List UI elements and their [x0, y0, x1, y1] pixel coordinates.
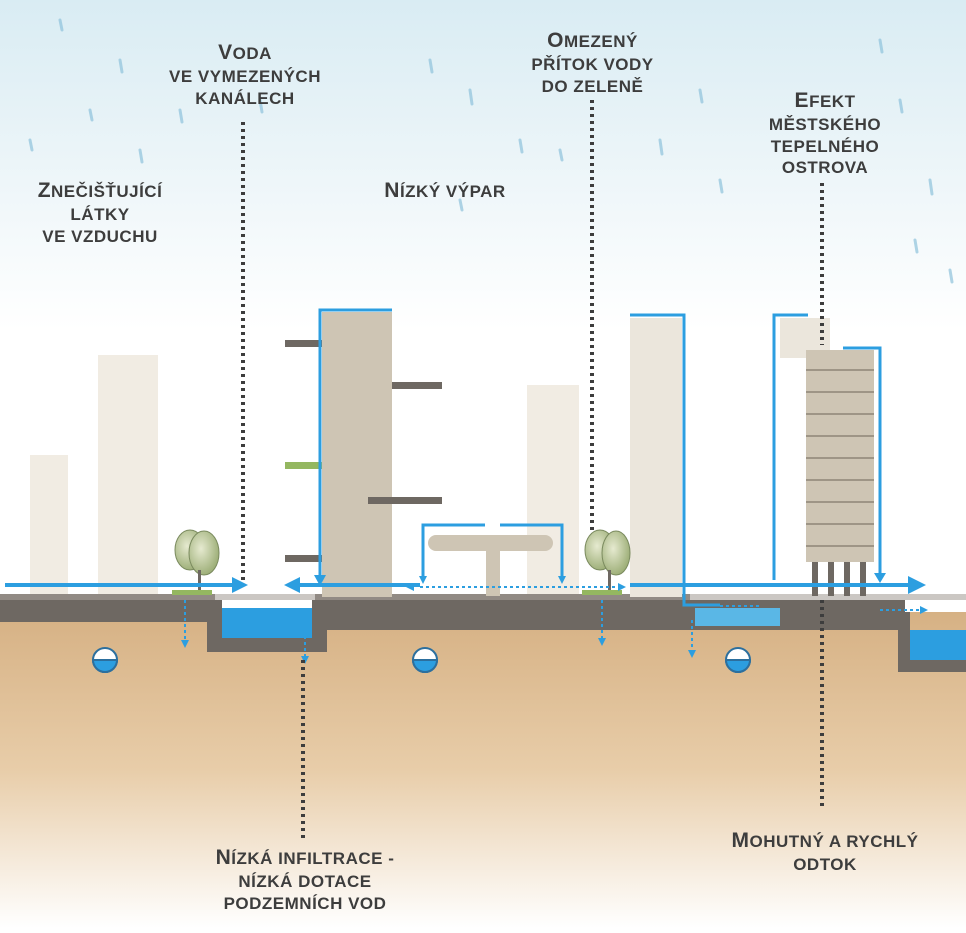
label-efekt: EFEKT MĚSTSKÉHO TEPELNÉHO OSTROVA — [768, 89, 882, 177]
dotted-arrow-heads — [181, 576, 928, 664]
mid-building — [630, 318, 682, 597]
street-top-edge — [0, 594, 966, 600]
water-basin — [695, 608, 780, 626]
outflow-water — [910, 630, 966, 660]
background-buildings — [30, 355, 579, 595]
dotted-flow-arrows — [184, 586, 920, 656]
water-channel — [222, 608, 312, 638]
label-znecistujici: ZNEČIŠŤUJÍCÍ LÁTKY VE VZDUCHU — [37, 179, 163, 246]
soil — [0, 612, 966, 928]
shelter — [428, 535, 553, 596]
tree-right — [582, 529, 631, 595]
sewer-pipes — [91, 647, 752, 673]
water-flow-arrows — [5, 308, 926, 607]
tree-left — [172, 529, 220, 595]
callout-lines — [241, 100, 824, 838]
label-nizky-vypar: NÍZKÝ VÝPAR — [384, 179, 506, 202]
label-nizka-infiltrace: NÍZKÁ INFILTRACE - NÍZKÁ DOTACE PODZEMNÍ… — [215, 846, 395, 913]
rain-drops — [28, 18, 954, 284]
tall-building — [322, 312, 392, 597]
heat-building — [806, 350, 874, 596]
label-voda: VODA VE VYMEZENÝCH KANÁLECH — [169, 41, 321, 108]
sky — [0, 0, 966, 330]
label-omezeny: OMEZENÝ PŘÍTOK VODY DO ZELENĚ — [531, 29, 654, 96]
label-mohutny: MOHUTNÝ A RYCHLÝ ODTOK — [731, 829, 919, 875]
building-balconies — [285, 340, 442, 562]
